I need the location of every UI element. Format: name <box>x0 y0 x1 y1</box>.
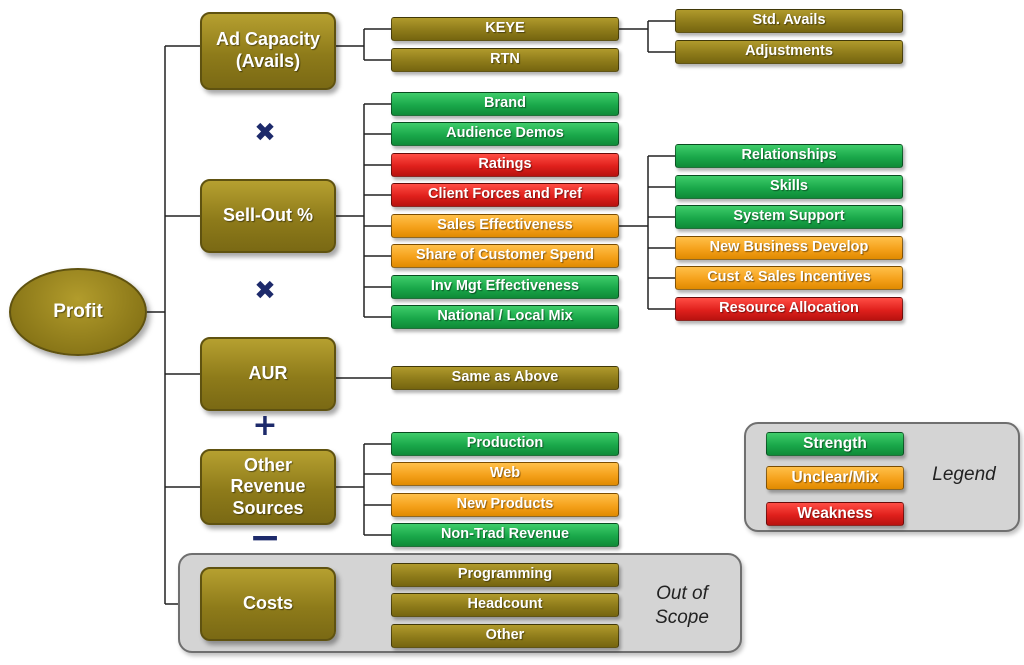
legend-title: Legend <box>932 464 996 485</box>
plus-operator: + <box>252 408 278 443</box>
std-avails-box: Std. Avails <box>675 9 903 33</box>
client-forces-box: Client Forces and Pref <box>391 183 619 207</box>
share-of-spend-box: Share of Customer Spend <box>391 244 619 268</box>
ad-capacity-node: Ad Capacity (Avails) <box>200 12 336 90</box>
sales-effectiveness-box: Sales Effectiveness <box>391 214 619 238</box>
new-business-box: New Business Develop <box>675 236 903 260</box>
costs-node: Costs <box>200 567 336 641</box>
rtn-box: RTN <box>391 48 619 72</box>
headcount-box: Headcount <box>391 593 619 617</box>
minus-operator: − <box>249 515 281 559</box>
skills-box: Skills <box>675 175 903 199</box>
adjustments-box: Adjustments <box>675 40 903 64</box>
resource-allocation-box: Resource Allocation <box>675 297 903 321</box>
inv-mgt-box: Inv Mgt Effectiveness <box>391 275 619 299</box>
keye-box: KEYE <box>391 17 619 41</box>
audience-demos-box: Audience Demos <box>391 122 619 146</box>
multiply-operator: ✖ <box>254 118 276 148</box>
national-local-mix-box: National / Local Mix <box>391 305 619 329</box>
out-of-scope-label: Out of Scope <box>655 583 709 628</box>
programming-box: Programming <box>391 563 619 587</box>
production-box: Production <box>391 432 619 456</box>
new-products-box: New Products <box>391 493 619 517</box>
profit-node: Profit <box>9 268 147 356</box>
non-trad-revenue-box: Non-Trad Revenue <box>391 523 619 547</box>
other-revenue-node: Other Revenue Sources <box>200 449 336 525</box>
web-box: Web <box>391 462 619 486</box>
sell-out-node: Sell-Out % <box>200 179 336 253</box>
legend-unclear: Unclear/Mix <box>766 466 904 490</box>
other-box: Other <box>391 624 619 648</box>
multiply-operator: ✖ <box>254 276 276 306</box>
legend-weakness: Weakness <box>766 502 904 526</box>
relationships-box: Relationships <box>675 144 903 168</box>
incentives-box: Cust & Sales Incentives <box>675 266 903 290</box>
aur-node: AUR <box>200 337 336 411</box>
system-support-box: System Support <box>675 205 903 229</box>
same-as-above-box: Same as Above <box>391 366 619 390</box>
ratings-box: Ratings <box>391 153 619 177</box>
legend-strength: Strength <box>766 432 904 456</box>
brand-box: Brand <box>391 92 619 116</box>
